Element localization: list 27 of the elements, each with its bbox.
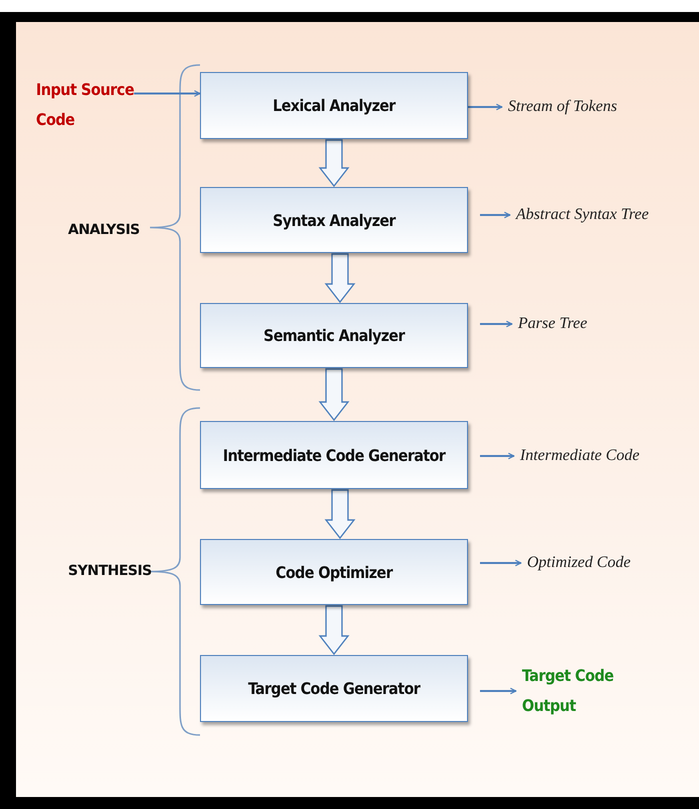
arrow: [480, 688, 517, 694]
output-label: Parse Tree: [518, 315, 588, 333]
output-label: Input Source Code: [36, 79, 135, 131]
output-label: Intermediate Code: [520, 447, 640, 465]
arrow: [480, 452, 515, 460]
process-box: Semantic Analyzer: [200, 303, 468, 368]
process-box: Code Optimizer: [200, 539, 468, 605]
output-label: Target Code Output: [522, 665, 615, 717]
phase-group-label: ANALYSIS: [68, 222, 140, 238]
process-box: Target Code Generator: [200, 655, 468, 722]
arrow: [468, 104, 503, 110]
arrow: [480, 212, 511, 218]
process-box: Intermediate Code Generator: [200, 421, 468, 489]
output-label: Optimized Code: [527, 554, 631, 572]
output-label: Stream of Tokens: [508, 98, 618, 116]
process-box: Syntax Analyzer: [200, 187, 468, 253]
output-label: Abstract Syntax Tree: [516, 206, 649, 224]
block-arrow: [324, 489, 356, 540]
block-arrow: [318, 368, 350, 422]
block-arrow: [318, 605, 350, 656]
process-box: Lexical Analyzer: [200, 72, 468, 139]
block-arrow: [324, 253, 356, 304]
arrow: [480, 320, 513, 328]
block-arrow: [318, 139, 350, 188]
phase-group-label: SYNTHESIS: [68, 563, 152, 579]
arrow: [134, 90, 201, 97]
arrow: [480, 560, 522, 566]
